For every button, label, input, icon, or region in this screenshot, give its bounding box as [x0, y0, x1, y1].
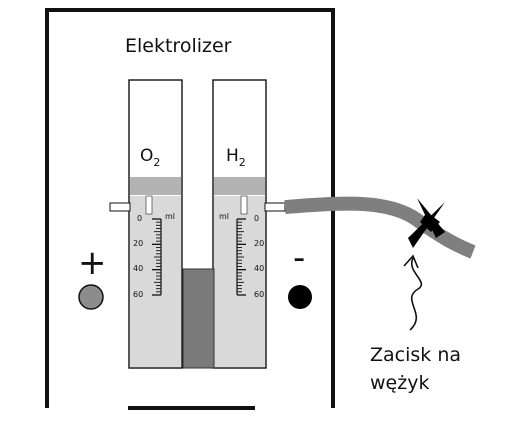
hose-clamp: [408, 198, 445, 248]
hydrogen-band: [214, 177, 265, 195]
outlet-hose: [284, 196, 476, 259]
minus-terminal-sign: -: [293, 238, 305, 278]
oxygen-valve-stem: [145, 195, 153, 215]
hydrogen-label: H2: [226, 146, 246, 169]
scale-label: 0: [137, 214, 142, 223]
clamp-label-line1: Zacisk na: [370, 344, 461, 366]
hydrogen-liquid: [214, 196, 265, 367]
oxygen-scale: ml 0 20 40 60: [133, 212, 175, 299]
scale-label: 60: [133, 290, 143, 299]
plus-terminal-sign: +: [78, 243, 107, 283]
hydrogen-scale: ml 0 20 40 60: [219, 212, 264, 299]
central-reservoir: [182, 268, 215, 369]
scale-label: 0: [254, 214, 259, 223]
oxygen-tube: [109, 79, 183, 369]
hydrogen-valve-stem: [240, 195, 248, 215]
scale-label: 20: [254, 239, 264, 248]
scale-label: 20: [133, 239, 143, 248]
scale-label: 40: [133, 264, 143, 273]
minus-electrode: [288, 285, 312, 309]
oxygen-label: O2: [140, 146, 160, 169]
hydrogen-tube: [212, 79, 286, 369]
oxygen-scale-unit: ml: [165, 212, 175, 221]
diagram-title: Elektrolizer: [125, 35, 232, 57]
oxygen-liquid: [130, 196, 181, 367]
oxygen-band: [130, 177, 181, 195]
hydrogen-scale-unit: ml: [219, 212, 229, 221]
clamp-pointer-arrow: [403, 254, 423, 331]
clamp-label-line2: wężyk: [370, 372, 429, 394]
scale-label: 60: [254, 290, 264, 299]
hydrogen-side-outlet: [264, 202, 286, 212]
scale-label: 40: [254, 264, 264, 273]
plus-electrode: [78, 284, 104, 310]
oxygen-side-outlet: [109, 202, 131, 212]
